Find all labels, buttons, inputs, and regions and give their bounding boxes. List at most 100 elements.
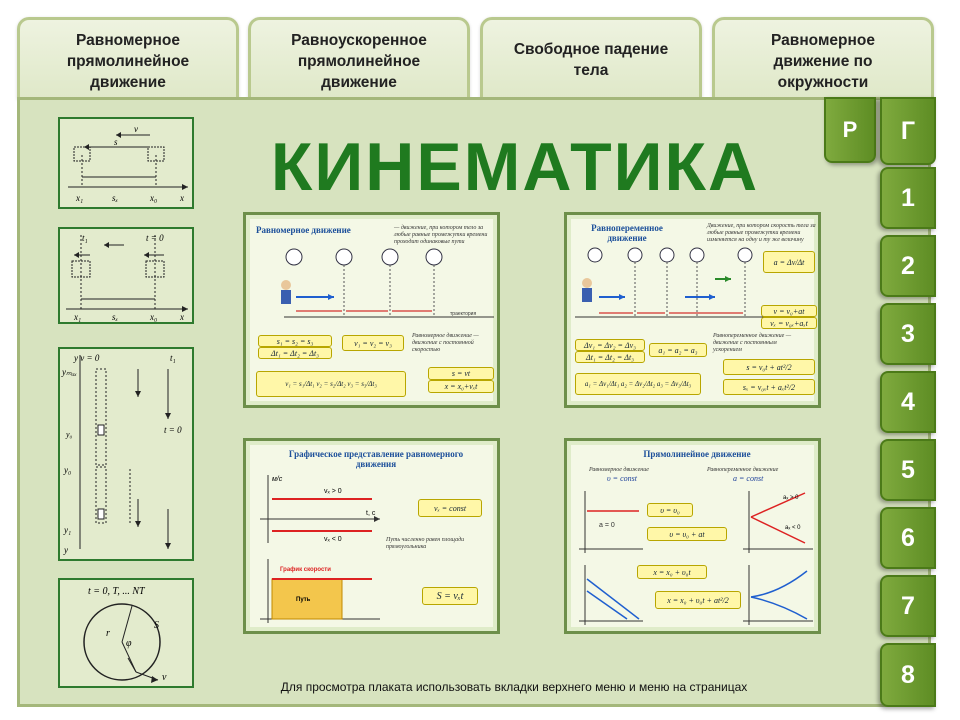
negative-acceleration-label: aₓ < 0 <box>785 525 801 531</box>
positive-acceleration-label: aₓ > 0 <box>783 495 799 501</box>
acceleration-ratios-text: a₁ = Δv₁/Δt₁ a₂ = Δv₂/Δt₂ a₃ = Δv₃/Δt₃ <box>584 380 692 388</box>
x-axis-label: x <box>179 193 184 203</box>
side-tab-2[interactable]: 2 <box>880 235 936 297</box>
thumbnail-circular-motion[interactable]: t = 0, T, ... NT r S v φ <box>58 578 194 688</box>
accelerated-motion-diagram: t₁ t = 0 x₁ sₓ x₀ x <box>66 233 188 322</box>
tab-uniform-rectilinear-motion[interactable]: Равномерное прямолинейное движение <box>17 17 239 99</box>
velocity-label: v <box>134 124 138 134</box>
path-graph: График скорости Путь <box>260 559 380 623</box>
poster-note-2: Равнопеременное движение — движение с по… <box>713 333 792 353</box>
tab-label-line: прямолинейное <box>297 53 421 70</box>
poster-uniform-motion[interactable]: Равномерное движение — движение, при кот… <box>243 212 500 408</box>
x0-label: x₀ <box>149 312 157 322</box>
poster-graphical-representation[interactable]: Графическое представление равномерного д… <box>243 438 500 634</box>
equation-coordinate-uniform: x = x₀ + υ₀t <box>637 565 707 579</box>
side-tab-4[interactable]: 4 <box>880 371 936 433</box>
motion-graphs: a = 0 aₓ > 0 aₓ < 0 <box>579 491 813 625</box>
poster-title: Графическое представление равномерного д… <box>288 449 464 469</box>
tab-uniformly-accelerated-motion[interactable]: Равноускоренное прямолинейное движение <box>248 17 470 99</box>
tab-label-line: Равномерное <box>771 32 875 49</box>
uniform-motion-diagram: v s x₁ sₓ x₀ x <box>68 124 188 203</box>
side-tab-3[interactable]: 3 <box>880 303 936 365</box>
tab-label-line: движение <box>321 74 397 91</box>
t0-label: t = 0 <box>146 233 164 243</box>
left-constant: υ = const <box>607 474 637 483</box>
circular-motion-diagram: t = 0, T, ... NT r S v φ <box>83 586 167 683</box>
sx-label: sₓ <box>112 312 119 322</box>
poster-equally-variable-motion[interactable]: Равнопеременное движение Движение, при к… <box>564 212 821 408</box>
thumbnail-uniform-motion[interactable]: v s x₁ sₓ x₀ x <box>58 117 194 209</box>
right-constant: a = const <box>733 474 764 483</box>
equation-acceleration-ratios: a₁ = Δv₁/Δt₁ a₂ = Δv₂/Δt₂ a₃ = Δv₃/Δt₃ <box>575 373 701 395</box>
top-label: y v = 0 <box>73 353 100 363</box>
poster-note: — движение, при котором тело за любые ра… <box>394 225 488 245</box>
poster-note: Движение, при котором скорость тела за л… <box>707 223 816 243</box>
equation-velocity-x: vₓ = v₀ₓ+aₓt <box>761 317 817 329</box>
tab-label-line: Равноускоренное <box>291 32 427 49</box>
tab-label-line: Свободное падение <box>513 40 669 58</box>
tab-label-line: Равномерное <box>76 32 180 49</box>
equation-distance-x: sₓ = v₀ₓt + aₓt²/2 <box>723 379 815 395</box>
svg-text:y₀: y₀ <box>65 430 73 439</box>
equation-velocities: v₁ = v₂ = v₃ <box>342 335 404 351</box>
thumbnail-accelerated-motion[interactable]: t₁ t = 0 x₁ sₓ x₀ x <box>58 227 194 324</box>
tab-label-line: движение по <box>773 53 873 70</box>
equation-velocity: v = v₀+at <box>761 305 817 317</box>
accelerated-motion-illustration <box>575 247 775 318</box>
poster-rectilinear-motion[interactable]: Прямолинейное движение Равномерное движе… <box>564 438 821 634</box>
side-tab-8[interactable]: 8 <box>880 643 936 707</box>
equation-distances: s₁ = s₂ = s₃ <box>258 335 332 347</box>
side-tab-7[interactable]: 7 <box>880 575 936 637</box>
side-tab-r[interactable]: Р <box>824 97 876 163</box>
equation-times: Δt₁ = Δt₂ = Δt₃ <box>258 347 332 359</box>
page-title: КИНЕМАТИКА <box>270 129 760 205</box>
sx-label: sₓ <box>112 193 119 203</box>
angle-label: φ <box>126 638 132 649</box>
side-tab-1[interactable]: 1 <box>880 167 936 229</box>
footer-instructions: Для просмотра плаката использовать вклад… <box>280 680 748 694</box>
graph-label: График скорости <box>280 566 331 573</box>
tab-label-line: прямолинейное <box>66 53 190 70</box>
x0-label: x₀ <box>149 193 157 203</box>
tab-label-line: окружности <box>777 74 869 91</box>
t0-label: t = 0 <box>164 425 182 435</box>
side-tab-6[interactable]: 6 <box>880 507 936 569</box>
vx-positive-label: vₓ > 0 <box>324 488 342 495</box>
side-tab-g[interactable]: Г <box>880 97 936 165</box>
equation-coordinate-accel: x = x₀ + υ₀t + at²/2 <box>655 591 741 609</box>
equation-velocity-accel: υ = υ₀ + at <box>647 527 727 541</box>
equation-coordinate: x = x₀+vₓt <box>428 380 494 393</box>
tab-label-line: движение <box>90 74 166 91</box>
tab-label-line: тела <box>573 61 609 79</box>
right-heading: Равнопеременное движение <box>707 467 779 473</box>
equation-acceleration: a = Δv/Δt <box>763 251 815 273</box>
zero-acceleration-label: a = 0 <box>599 522 615 529</box>
equation-delta-v: Δv₁ = Δv₂ = Δv₃ <box>575 339 645 351</box>
velocity-graph: м/с vₓ > 0 vₓ < 0 t, c <box>260 475 380 543</box>
arc-label: S <box>154 620 159 631</box>
trajectory-label: траектория <box>450 311 476 317</box>
poster-title: Прямолинейное движение <box>643 449 751 459</box>
equation-path: S = vₓt <box>422 587 478 605</box>
period-caption: t = 0, T, ... NT <box>88 586 146 597</box>
thumbnail-free-fall[interactable]: y v = 0 yₘₐₓ t₁ t = 0 y₀ y₀ y₁ y <box>58 347 194 561</box>
equation-constant-velocity: υ = υ₀ <box>647 503 693 517</box>
free-fall-diagram: y v = 0 yₘₐₓ t₁ t = 0 y₀ y₀ y₁ y <box>61 353 182 555</box>
radius-label: r <box>106 628 110 639</box>
equation-speed-ratios: v₁ = s₁/Δt₁ v₂ = s₂/Δt₂ v₃ = s₃/Δt₃ <box>256 371 406 397</box>
path-label: Путь <box>296 597 311 603</box>
left-heading: Равномерное движение <box>589 467 649 473</box>
vx-negative-label: vₓ < 0 <box>324 536 342 543</box>
equation-delta-t: Δt₁ = Δt₂ = Δt₃ <box>575 351 645 363</box>
side-tab-5[interactable]: 5 <box>880 439 936 501</box>
poster-title: Равномерное движение <box>256 225 351 235</box>
y0-label: y₀ <box>63 465 71 475</box>
tab-free-fall[interactable]: Свободное падение тела <box>480 17 702 99</box>
t1-label: t₁ <box>82 233 88 243</box>
equation-const: vₓ = const <box>418 499 482 517</box>
tab-circular-motion[interactable]: Равномерное движение по окружности <box>712 17 934 99</box>
unit-label: м/с <box>272 476 283 483</box>
equation-distance: s = vt <box>428 367 494 380</box>
x-axis-label: x <box>179 312 184 322</box>
